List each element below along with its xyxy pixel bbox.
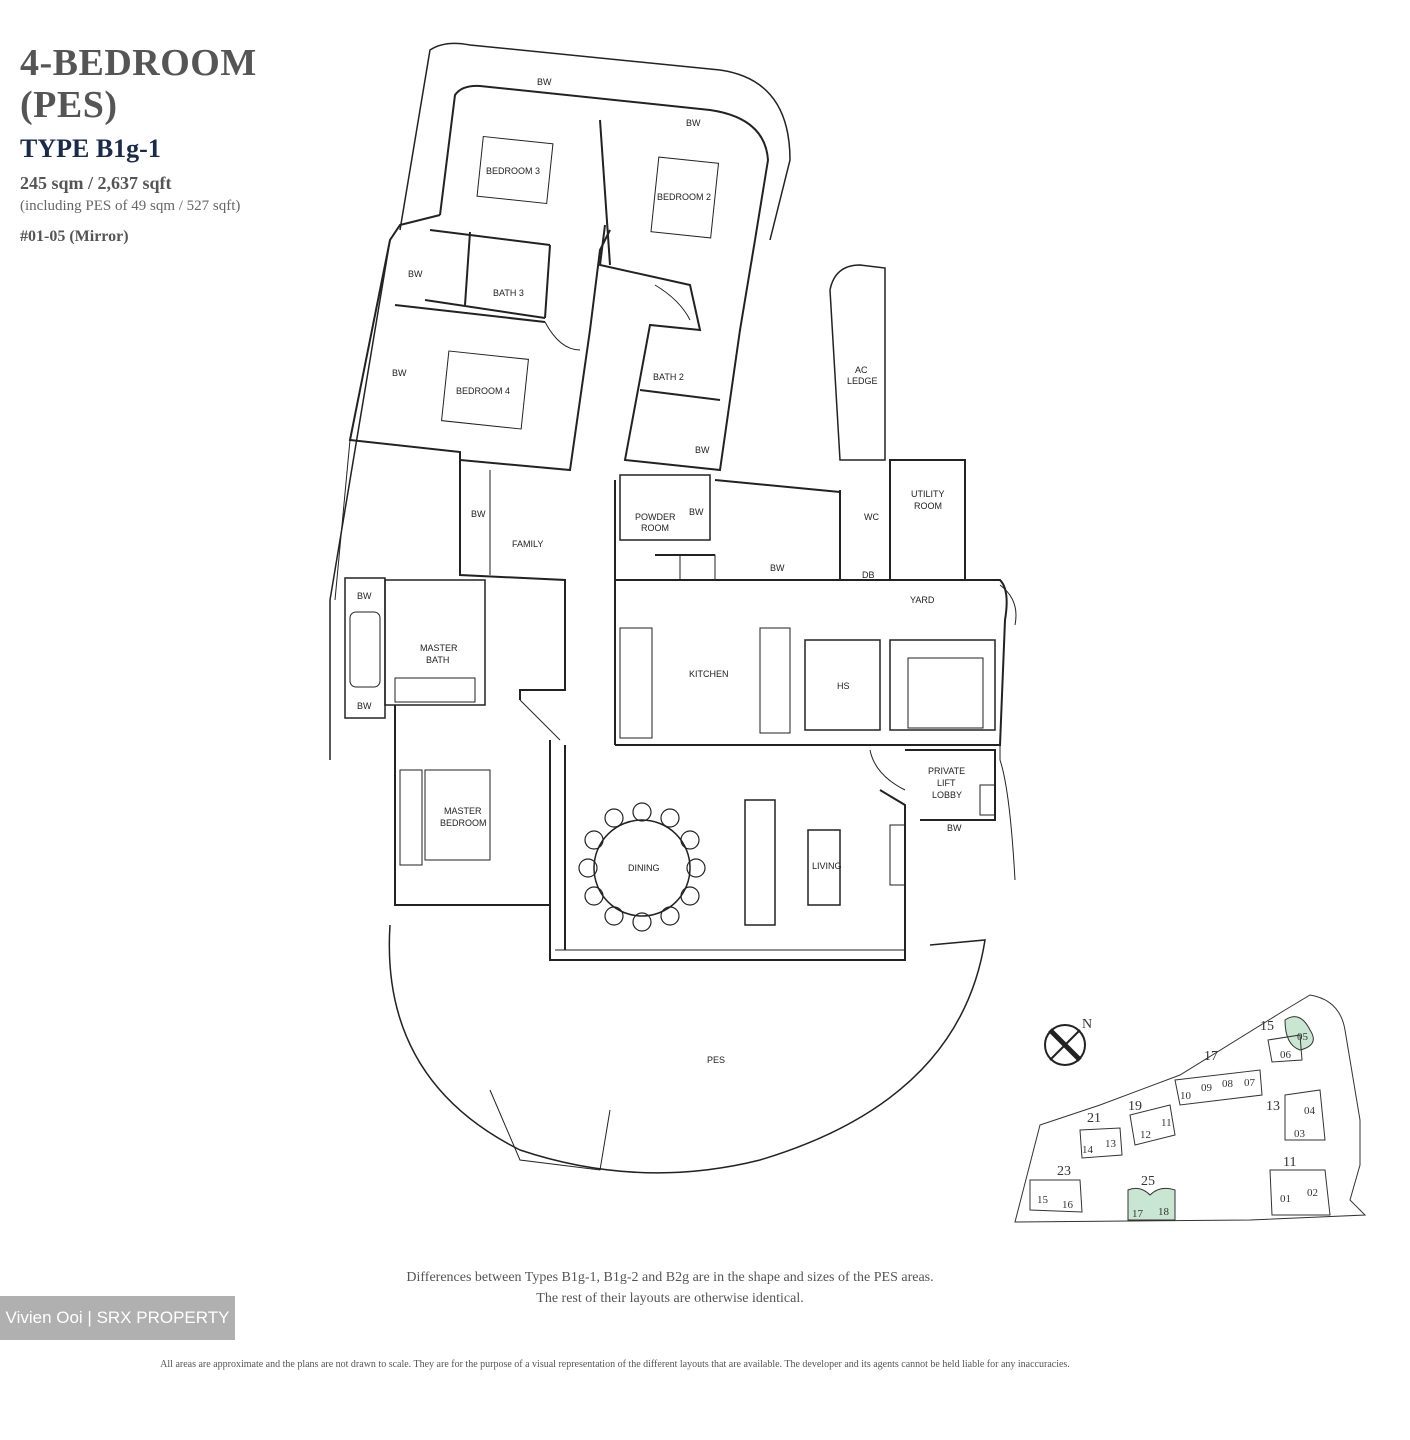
unit-area: 245 sqm / 2,637 sqft (20, 173, 172, 193)
private-lift-lobby-label: LOBBY (932, 790, 962, 800)
unit-number-label: 05 (1297, 1031, 1309, 1043)
difference-note: The rest of their layouts are otherwise … (536, 1291, 804, 1306)
bw-label: BW (689, 507, 704, 517)
master-bedroom-label: MASTER (444, 806, 482, 816)
ac-ledge-label: LEDGE (847, 376, 878, 386)
north-arrow-icon (1044, 1024, 1086, 1066)
master-bath-label: MASTER (420, 643, 458, 653)
family-label: FAMILY (512, 539, 543, 549)
unit-number-label: 15 (1037, 1194, 1049, 1206)
bw-label: BW (695, 445, 710, 455)
utility-room-label: UTILITY (911, 489, 945, 499)
plan-title: 4-BEDROOM (20, 42, 257, 84)
unit-number-label: 18 (1158, 1206, 1170, 1218)
unit-number-label: 12 (1140, 1129, 1151, 1141)
ac-ledge-label: AC (855, 365, 868, 375)
unit-number-label: 09 (1201, 1082, 1213, 1094)
bath3-label: BATH 3 (493, 288, 524, 298)
bw-label: BW (408, 269, 423, 279)
bw-label: BW (357, 701, 372, 711)
unit-number-label: 04 (1304, 1105, 1316, 1117)
bw-label: BW (686, 118, 701, 128)
unit-number-label: 13 (1105, 1138, 1117, 1150)
dining-label: DINING (628, 863, 660, 873)
unit-number-label: 10 (1180, 1090, 1192, 1102)
north-label: N (1082, 1017, 1092, 1032)
powder-room-label: ROOM (641, 523, 669, 533)
watermark: Vivien Ooi | SRX PROPERTY (0, 1296, 235, 1340)
bw-label: BW (947, 823, 962, 833)
kitchen-label: KITCHEN (689, 669, 729, 679)
bw-label: BW (537, 77, 552, 87)
bedroom3-label: BEDROOM 3 (486, 166, 540, 176)
block-number: 25 (1141, 1174, 1155, 1189)
unit-number-label: 14 (1082, 1144, 1094, 1156)
unit-type: TYPE B1g-1 (20, 134, 161, 163)
bw-label: BW (392, 368, 407, 378)
unit-area-note: (including PES of 49 sqm / 527 sqft) (20, 198, 241, 214)
powder-room-label: POWDER (635, 512, 676, 522)
site-plan: N 15 17 19 21 13 23 25 11 05 06 10 09 08… (1014, 994, 1367, 1223)
difference-note: Differences between Types B1g-1, B1g-2 a… (406, 1270, 934, 1285)
bw-label: BW (357, 591, 372, 601)
unit-number-label: 06 (1280, 1049, 1292, 1061)
unit-number: #01-05 (Mirror) (20, 228, 129, 245)
private-lift-lobby-label: LIFT (937, 778, 956, 788)
unit-number-label: 02 (1307, 1187, 1318, 1199)
block-number: 23 (1057, 1164, 1071, 1179)
living-label: LIVING (812, 861, 842, 871)
master-bedroom-label: BEDROOM (440, 818, 487, 828)
room-labels: BW BW BEDROOM 3 BEDROOM 2 BW BATH 3 BW B… (357, 77, 965, 1065)
unit-number-label: 17 (1132, 1208, 1144, 1220)
hs-label: HS (837, 681, 850, 691)
bw-label: BW (770, 563, 785, 573)
bedroom4-label: BEDROOM 4 (456, 386, 510, 396)
unit-number-label: 16 (1062, 1199, 1074, 1211)
block-number: 17 (1204, 1049, 1218, 1064)
block-number: 11 (1283, 1155, 1296, 1170)
block-number: 13 (1266, 1099, 1280, 1114)
block-number: 19 (1128, 1099, 1142, 1114)
bath2-label: BATH 2 (653, 372, 684, 382)
wc-label: WC (864, 512, 879, 522)
block-number: 21 (1087, 1111, 1101, 1126)
db-label: DB (862, 570, 875, 580)
yard-label: YARD (910, 595, 935, 605)
unit-number-label: 07 (1244, 1077, 1256, 1089)
unit-number-label: 11 (1161, 1117, 1172, 1129)
unit-number-label: 08 (1222, 1078, 1234, 1090)
block-number: 15 (1260, 1019, 1274, 1034)
pes-label: PES (707, 1055, 725, 1065)
bedroom2-label: BEDROOM 2 (657, 192, 711, 202)
unit-number-label: 01 (1280, 1193, 1291, 1205)
plan-subtitle: (PES) (20, 84, 118, 126)
floor-plan: BW BW BEDROOM 3 BEDROOM 2 BW BATH 3 BW B… (329, 42, 1367, 1223)
bw-label: BW (471, 509, 486, 519)
disclaimer: All areas are approximate and the plans … (160, 1359, 1070, 1370)
unit-number-label: 03 (1294, 1128, 1306, 1140)
master-bath-label: BATH (426, 655, 449, 665)
utility-room-label: ROOM (914, 501, 942, 511)
private-lift-lobby-label: PRIVATE (928, 766, 965, 776)
